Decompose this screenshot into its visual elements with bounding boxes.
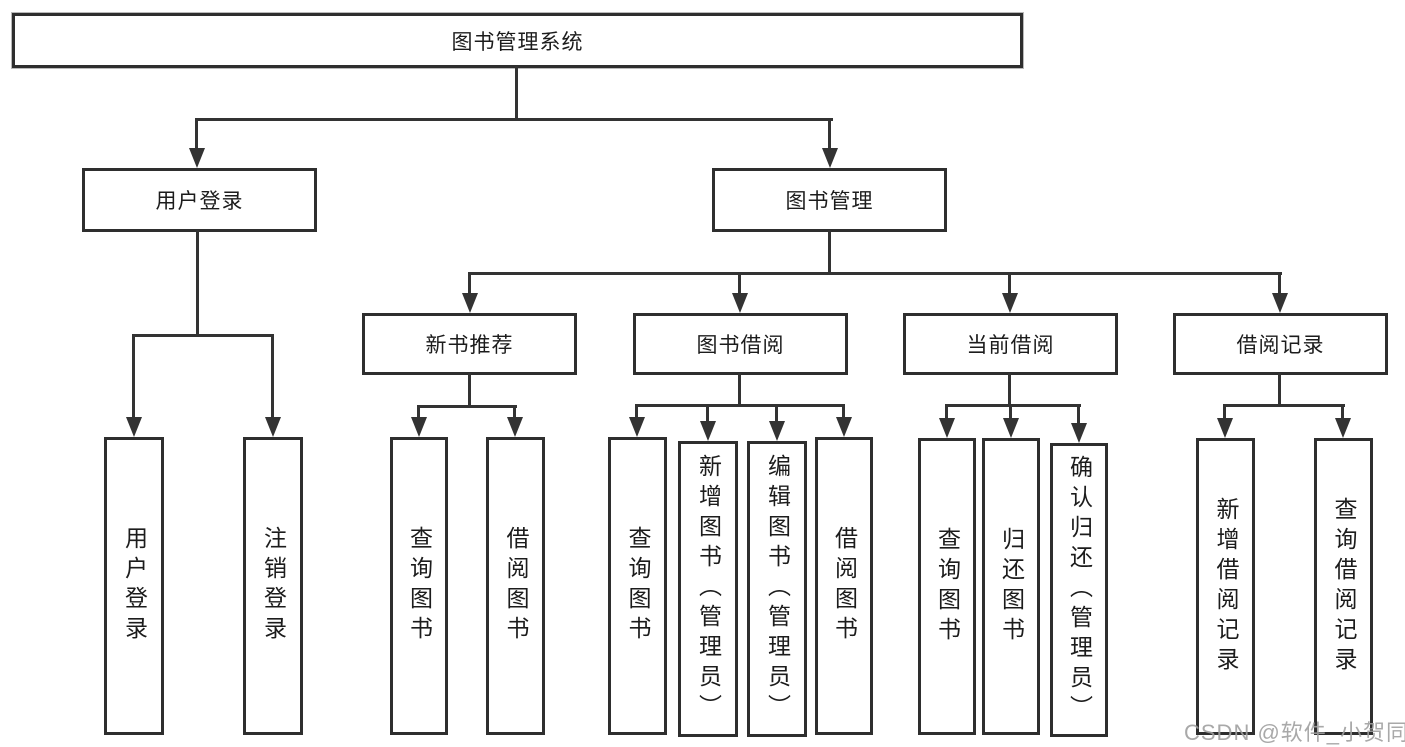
connector-drop [775,404,778,423]
leaf-query-books-3: 查询图书 [918,438,976,735]
connector-level2-rail [195,118,833,121]
leaf-borrow-books-label: 借阅图书 [831,526,858,646]
node-new-book-recommend-label: 新书推荐 [425,334,514,357]
arrowhead-icon [507,417,523,437]
connector-drop-user-login [195,118,198,150]
arrowhead-icon [629,417,645,437]
connector-drop [945,404,948,420]
connector-user-login-stem [196,230,199,336]
connector-book-management-stem [828,230,831,275]
connector-current-borrow-stem [1008,373,1011,407]
node-user-login-label: 用户登录 [155,190,244,213]
connector-drop [635,404,638,419]
arrowhead-icon [1217,418,1233,438]
arrowhead-icon [1003,418,1019,438]
leaf-add-book-admin-label: 新增图书（管理员） [695,454,722,724]
connector-drop-leaf-logout [271,334,274,418]
connector-user-login-rail [132,334,274,337]
connector-drop [513,405,516,419]
node-current-borrowing: 当前借阅 [903,313,1118,375]
arrowhead-icon [700,421,716,441]
arrowhead-icon [822,148,838,168]
leaf-logout: 注销登录 [243,437,303,735]
node-borrow-records-label: 借阅记录 [1236,334,1325,357]
node-book-borrowing: 图书借阅 [633,313,848,375]
node-book-management: 图书管理 [712,168,947,232]
leaf-add-borrow-record-label: 新增借阅记录 [1213,496,1239,677]
leaf-edit-book-admin: 编辑图书（管理员） [747,441,807,737]
arrowhead-icon [265,417,281,437]
arrowhead-icon [836,417,852,437]
connector-drop [1223,404,1226,420]
connector-drop [1341,404,1344,420]
leaf-add-book-admin: 新增图书（管理员） [678,441,738,737]
leaf-confirm-return-admin: 确认归还（管理员） [1050,443,1108,737]
connector-drop-current-borrow [1008,272,1011,295]
connector-borrow-records-stem [1278,373,1281,407]
arrowhead-icon [189,148,205,168]
node-new-book-recommend: 新书推荐 [362,313,577,375]
leaf-query-borrow-record: 查询借阅记录 [1314,438,1373,735]
leaf-edit-book-admin-label: 编辑图书（管理员） [764,454,791,724]
connector-root-stem [515,66,518,121]
arrowhead-icon [1272,293,1288,313]
node-current-borrowing-label: 当前借阅 [966,334,1055,357]
connector-drop [1077,404,1080,425]
leaf-query-books-label: 查询图书 [406,526,433,646]
connector-current-borrow-rail [945,404,1081,407]
leaf-confirm-return-admin-label: 确认归还（管理员） [1066,455,1093,725]
connector-drop [1009,404,1012,420]
leaf-borrow-books-label: 借阅图书 [503,526,529,646]
leaf-borrow-books-2: 借阅图书 [815,437,873,735]
arrowhead-icon [411,417,427,437]
leaf-query-books-2: 查询图书 [608,437,667,735]
arrowhead-icon [939,418,955,438]
leaf-user-login: 用户登录 [104,437,164,735]
connector-book-borrow-stem [738,373,741,407]
arrowhead-icon [1335,418,1351,438]
connector-drop [706,404,709,423]
node-library-system: 图书管理系统 [12,13,1023,68]
connector-drop [417,405,420,419]
leaf-add-borrow-record: 新增借阅记录 [1196,438,1255,735]
connector-borrow-records-rail [1223,404,1345,407]
node-library-system-label: 图书管理系统 [451,30,584,54]
connector-new-book-rail [417,405,517,408]
connector-drop-book-management [828,118,831,150]
leaf-user-login-label: 用户登录 [121,526,148,646]
connector-drop-new-book [468,272,471,295]
node-user-login: 用户登录 [82,168,317,232]
leaf-return-books-label: 归还图书 [998,526,1025,647]
arrowhead-icon [126,417,142,437]
arrowhead-icon [1071,423,1087,443]
arrowhead-icon [1002,293,1018,313]
connector-drop-leaf-user-login [132,334,135,418]
leaf-query-books-1: 查询图书 [390,437,448,735]
arrowhead-icon [732,293,748,313]
connector-drop-book-borrow [738,272,741,295]
node-book-borrowing-label: 图书借阅 [696,334,785,357]
arrowhead-icon [462,293,478,313]
connector-book-borrow-rail [635,404,845,407]
node-borrow-records: 借阅记录 [1173,313,1388,375]
connector-level3-rail [468,272,1282,275]
leaf-logout-label: 注销登录 [260,526,287,646]
leaf-borrow-books-1: 借阅图书 [486,437,545,735]
connector-drop [842,404,845,419]
connector-new-book-stem [468,373,471,407]
arrowhead-icon [769,421,785,441]
leaf-query-books-label: 查询图书 [934,526,961,647]
node-book-management-label: 图书管理 [785,190,874,213]
leaf-query-books-label: 查询图书 [625,526,651,646]
leaf-query-borrow-record-label: 查询借阅记录 [1331,496,1357,677]
csdn-watermark: CSDN @软件_小贺同学 [1184,720,1405,745]
leaf-return-books: 归还图书 [982,438,1040,735]
connector-drop-borrow-records [1278,272,1281,295]
